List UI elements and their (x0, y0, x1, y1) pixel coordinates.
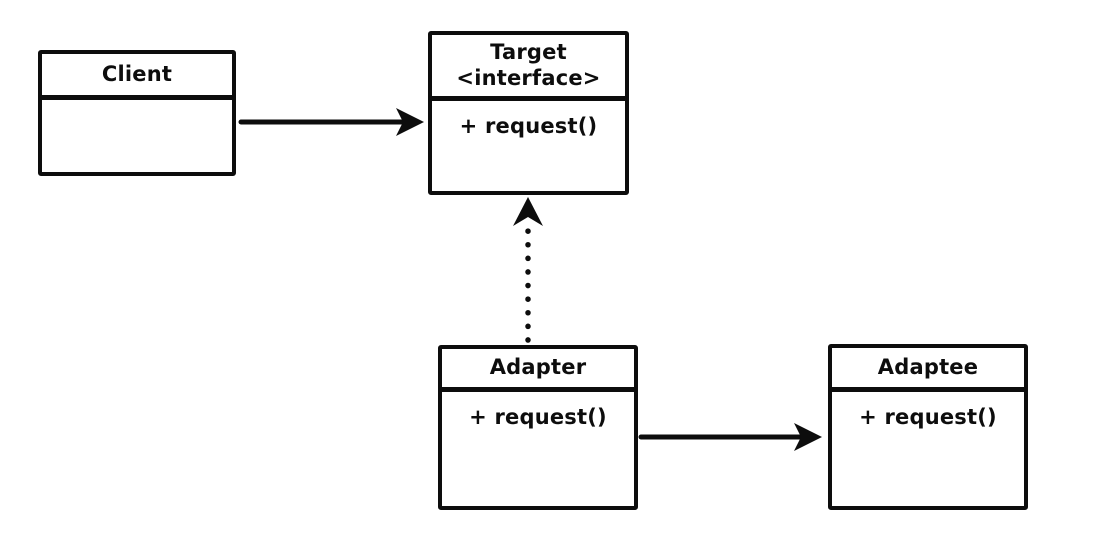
class-header: Adapter (442, 349, 634, 392)
class-members (42, 100, 232, 172)
class-members: + request() (432, 101, 625, 191)
arrowhead-up-icon (513, 197, 543, 226)
arrowhead-right-icon (396, 108, 424, 136)
class-member: + request() (469, 405, 607, 429)
class-name: Target (490, 39, 567, 64)
arrowhead-right-icon (794, 423, 822, 451)
arrow-client-to-target (238, 108, 424, 136)
class-member: + request() (859, 405, 997, 429)
class-members: + request() (832, 392, 1024, 506)
class-box-target: Target <interface> + request() (428, 31, 629, 195)
arrow-adapter-to-target-dotted (513, 197, 543, 343)
class-header: Target <interface> (432, 35, 625, 101)
class-box-client: Client (38, 50, 236, 176)
class-members: + request() (442, 392, 634, 506)
class-header: Client (42, 54, 232, 100)
arrow-adapter-to-adaptee (638, 423, 822, 451)
class-box-adaptee: Adaptee + request() (828, 344, 1028, 510)
class-name: Adaptee (877, 354, 979, 379)
class-member: + request() (459, 114, 598, 138)
class-name: Adapter (489, 355, 587, 380)
class-stereotype: <interface> (456, 65, 601, 90)
class-name: Client (101, 61, 173, 86)
class-box-adapter: Adapter + request() (438, 345, 638, 510)
class-header: Adaptee (832, 348, 1024, 392)
